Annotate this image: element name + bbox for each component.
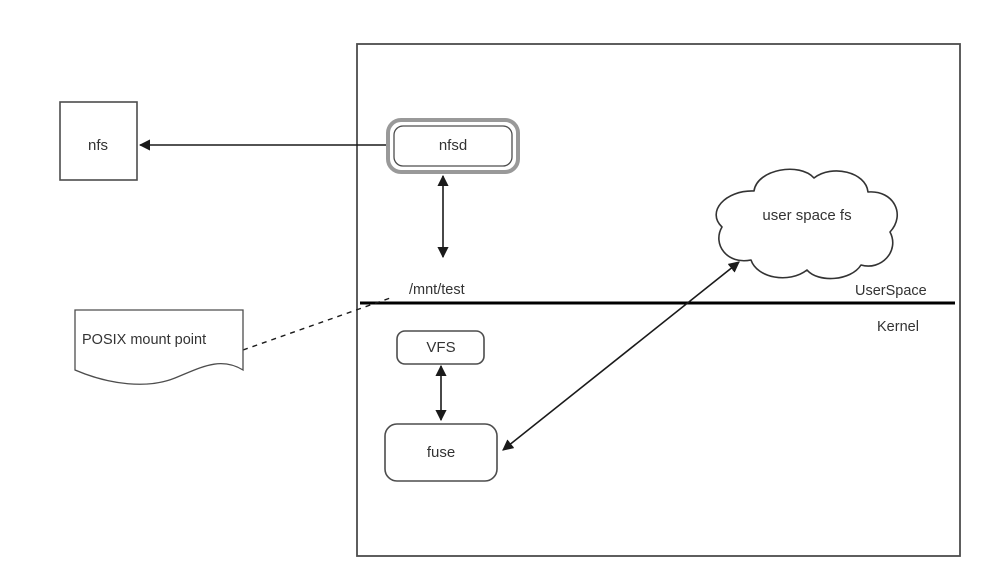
node-nfs-label: nfs	[88, 137, 108, 154]
node-user-space-fs-shape	[715, 168, 898, 280]
node-posix-mount-point-label: POSIX mount point	[82, 332, 206, 348]
node-nfsd-label: nfsd	[439, 137, 467, 154]
node-fuse-label: fuse	[427, 444, 455, 461]
edge-fuse-to-user-space-fs	[502, 261, 740, 451]
edge-posix-to-mount	[242, 296, 394, 351]
node-user-space-fs-label: user space fs	[762, 207, 851, 224]
system-container-box	[356, 43, 961, 557]
node-fuse-shape	[384, 423, 498, 482]
node-posix-mount-point[interactable]: POSIX mount point	[74, 309, 244, 385]
node-vfs-shape	[396, 330, 485, 365]
node-vfs[interactable]: VFS	[396, 330, 485, 365]
node-posix-mount-point-shape	[74, 309, 244, 385]
node-nfs-shape	[59, 101, 138, 181]
label-kernel-zone: Kernel	[877, 319, 919, 335]
node-vfs-label: VFS	[426, 339, 455, 356]
node-nfsd[interactable]: nfsd	[386, 118, 520, 174]
node-nfsd-inner-shape	[393, 125, 513, 167]
label-user-space-zone: UserSpace	[855, 283, 927, 299]
node-user-space-fs[interactable]: user space fs	[715, 168, 898, 280]
label-mount-path: /mnt/test	[409, 282, 465, 298]
node-nfs[interactable]: nfs	[59, 101, 138, 181]
node-fuse[interactable]: fuse	[384, 423, 498, 482]
